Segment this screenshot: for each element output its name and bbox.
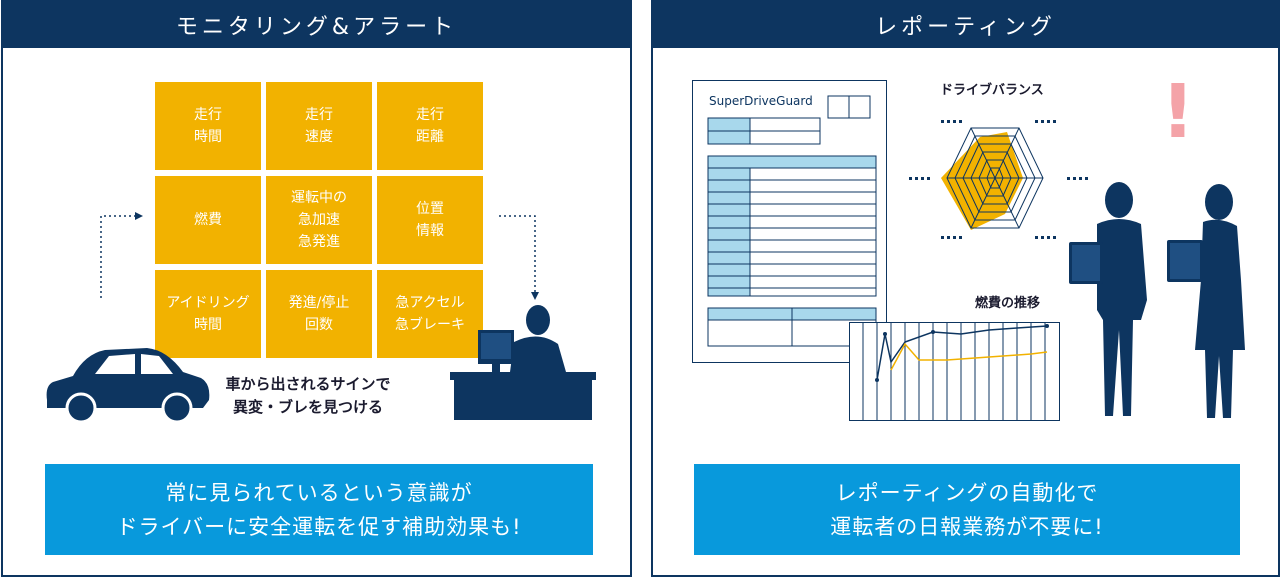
office-worker-icon (450, 305, 596, 420)
grid-cell-driving-distance: 走行 距離 (377, 82, 483, 170)
sign-caption-line1: 車から出されるサインで (225, 375, 391, 393)
monitoring-banner: 常に見られているという意識が ドライバーに安全運転を促す補助効果も! (45, 464, 593, 555)
drive-balance-radar-chart (909, 120, 1088, 239)
monitoring-panel: モニタリング&アラート 走行 時間 走行 速度 走行 距離 燃費 運転中の 急加… (1, 0, 632, 577)
grid-cell-sudden-acceleration: 運転中の 急加速 急発進 (266, 176, 372, 264)
grid-cell-start-stop-count: 発進/停止 回数 (266, 270, 372, 358)
reporting-banner: レポーティングの自動化で 運転者の日報業務が不要に! (694, 464, 1240, 555)
grid-cell-location: 位置 情報 (377, 176, 483, 264)
sign-caption-line2: 異変・ブレを見つける (232, 398, 383, 416)
monitoring-banner-line2: ドライバーに安全運転を促す補助効果も! (116, 514, 522, 539)
grid-cell-sudden-brake: 急アクセル 急ブレーキ (377, 270, 483, 358)
monitoring-banner-line1: 常に見られているという意識が (165, 480, 473, 505)
flow-arrows (100, 212, 539, 300)
alert-exclamation-icon: ! (1161, 69, 1195, 155)
fuel-trend-label: 燃費の推移 (975, 296, 1041, 311)
reporting-banner-line2: 運転者の日報業務が不要に! (830, 514, 1104, 539)
grid-cell-fuel-efficiency: 燃費 (155, 176, 261, 264)
reporting-panel-title: レポーティング (653, 2, 1278, 48)
grid-cell-driving-speed: 走行 速度 (266, 82, 372, 170)
reporting-banner-line1: レポーティングの自動化で (835, 480, 1099, 505)
drive-balance-label: ドライブバランス (940, 83, 1044, 98)
report-document-icon (692, 80, 887, 363)
monitoring-panel-title: モニタリング&アラート (3, 2, 630, 48)
reporting-panel: レポーティング SuperDriveGuard ドライブバランス (651, 0, 1280, 577)
sign-caption: 車から出されるサインで 異変・ブレを見つける (193, 373, 423, 419)
fuel-trend-chart (849, 322, 1060, 421)
people-with-tablets-icon (1069, 182, 1245, 418)
report-title: SuperDriveGuard (709, 94, 813, 108)
grid-cell-driving-time: 走行 時間 (155, 82, 261, 170)
grid-cell-idling-time: アイドリング 時間 (155, 270, 261, 358)
car-icon (46, 348, 210, 424)
